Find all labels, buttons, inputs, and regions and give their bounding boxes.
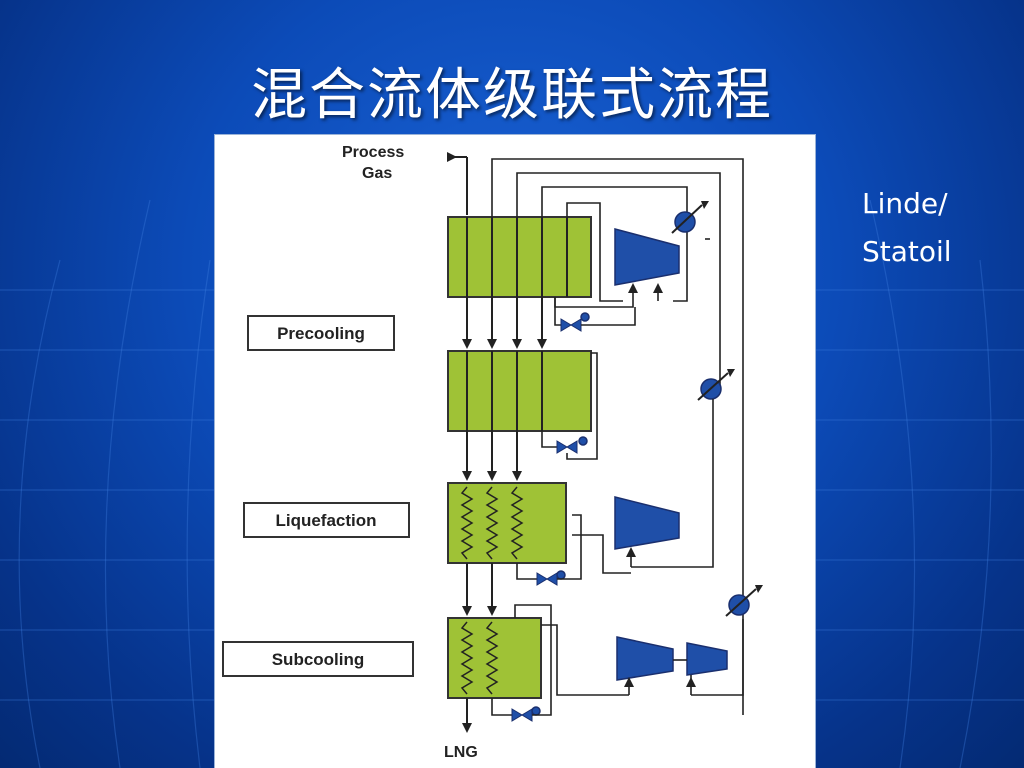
side-note-line: Linde/ <box>862 187 948 220</box>
cooler-icon <box>697 369 735 401</box>
inlet-label: Process <box>342 144 404 161</box>
process-flow-diagram: Process Gas Precooling Liquefaction Subc… <box>222 144 763 761</box>
valve-icon <box>541 352 598 460</box>
compressor-icon <box>554 228 680 308</box>
stage-label-text: Liquefaction <box>275 511 376 530</box>
stage-label-text: Subcooling <box>272 650 365 669</box>
downflow-arrows <box>462 297 547 733</box>
process-diagram-figure: Process Gas Precooling Liquefaction Subc… <box>214 134 816 768</box>
heat-exchanger-3 <box>447 482 567 564</box>
heat-exchanger-2 <box>447 350 592 432</box>
outlet-label: LNG <box>444 744 478 761</box>
side-note: Linde/ Statoil <box>862 180 952 276</box>
slide-title: 混合流体级联式流程 <box>251 63 773 128</box>
side-note-line: Statoil <box>862 235 952 268</box>
cooler-icon <box>671 201 710 240</box>
stage-label-text: Precooling <box>277 324 365 343</box>
compressor-icon <box>516 399 714 586</box>
compressor-icon <box>616 636 674 695</box>
inlet-label: Gas <box>362 165 392 182</box>
stage-label-precooling: Precooling <box>247 315 395 351</box>
stage-label-subcooling: Subcooling <box>222 641 414 677</box>
compressor-icon <box>686 642 728 695</box>
heat-exchanger-1 <box>447 216 592 298</box>
process-gas-inlet-arrow <box>447 152 468 215</box>
valve-icon <box>554 297 636 332</box>
stage-label-liquefaction: Liquefaction <box>243 502 410 538</box>
heat-exchanger-4 <box>447 617 542 699</box>
cooler-icon <box>725 585 763 617</box>
refrigerant-loop-subcooling <box>491 604 744 722</box>
refrigerant-loops-top <box>491 158 744 715</box>
